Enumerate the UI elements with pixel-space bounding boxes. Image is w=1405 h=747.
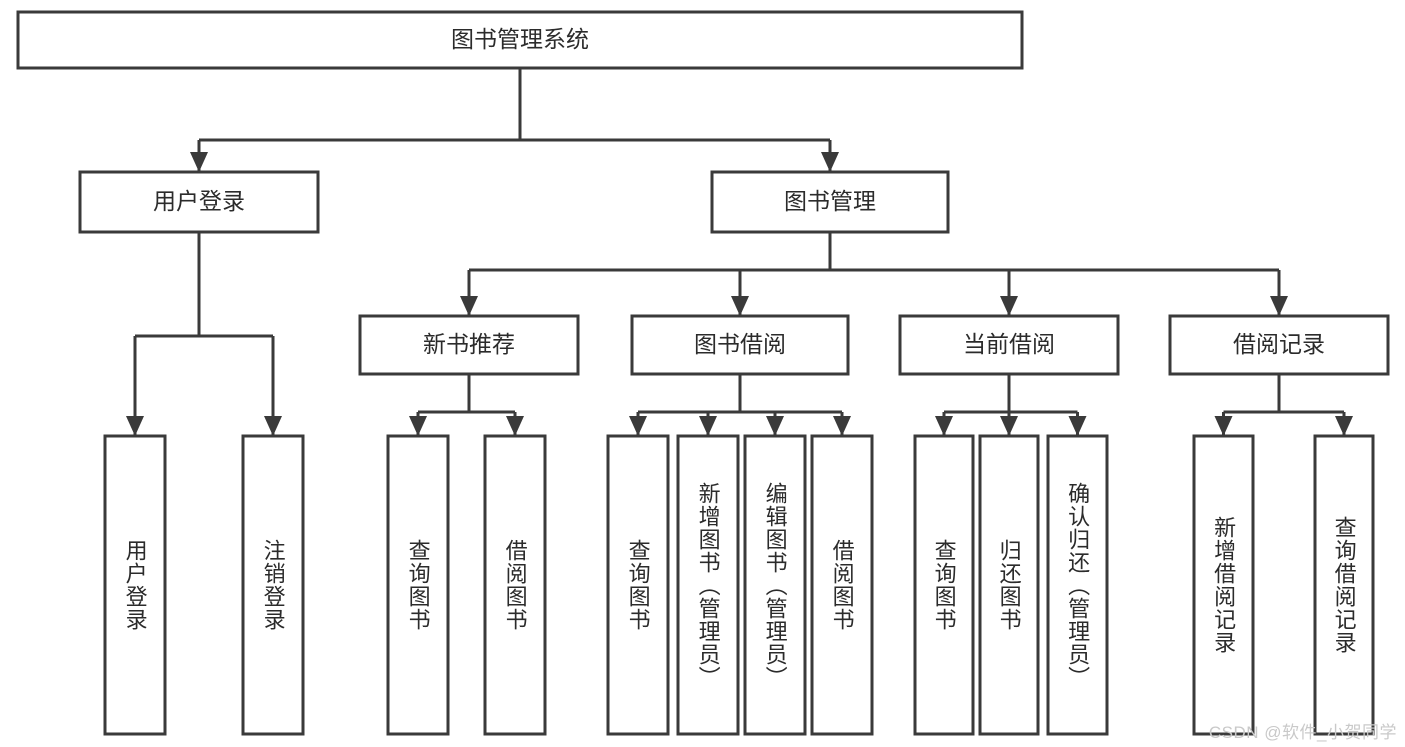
node-leaf-edit-book-box <box>743 434 807 736</box>
arrow-to-leaf-edit-book <box>766 416 784 436</box>
node-leaf-borrow-book-2-box <box>810 434 874 736</box>
node-book-manage[interactable]: 图书管理 <box>710 170 950 234</box>
node-leaf-borrow-book-1-box <box>483 434 547 736</box>
node-leaf-borrow-book-1[interactable] <box>483 434 547 736</box>
node-leaf-logout-login-box <box>241 434 305 736</box>
node-book-borrow-label: 图书借阅 <box>694 331 786 357</box>
node-new-book-recommend-label: 新书推荐 <box>423 331 515 357</box>
arrow-to-user-login <box>190 152 208 172</box>
arrow-to-current-borrow <box>1000 296 1018 316</box>
node-current-borrow-box <box>898 314 1120 376</box>
arrow-to-leaf-borrow-book-2 <box>833 416 851 436</box>
node-borrow-record[interactable]: 借阅记录 <box>1168 314 1390 376</box>
arrow-to-leaf-query-book-1 <box>409 416 427 436</box>
node-current-borrow-label: 当前借阅 <box>963 331 1055 357</box>
arrow-to-borrow-record <box>1270 296 1288 316</box>
node-leaf-logout-login[interactable] <box>241 434 305 736</box>
node-leaf-add-record[interactable] <box>1192 434 1255 736</box>
node-leaf-query-record-box <box>1313 434 1375 736</box>
node-leaf-borrow-book-2[interactable] <box>810 434 874 736</box>
node-leaf-confirm-return[interactable] <box>1046 434 1109 736</box>
arrow-to-leaf-confirm-return <box>1068 416 1087 436</box>
node-leaf-query-book-1[interactable] <box>386 434 450 736</box>
node-leaf-query-book-3[interactable] <box>913 434 975 736</box>
node-book-manage-label: 图书管理 <box>784 188 876 214</box>
arrow-to-leaf-query-record <box>1335 416 1353 436</box>
node-leaf-query-book-2-box <box>606 434 670 736</box>
node-leaf-add-book[interactable] <box>676 434 740 736</box>
node-leaf-return-book-box <box>978 434 1040 736</box>
node-leaf-edit-book[interactable] <box>743 434 807 736</box>
node-root-label: 图书管理系统 <box>451 26 589 52</box>
arrow-to-leaf-return-book <box>1000 416 1018 436</box>
arrow-to-new-book-recommend <box>460 296 478 316</box>
arrow-to-leaf-query-book-2 <box>629 416 647 436</box>
node-root[interactable]: 图书管理系统 <box>16 10 1024 70</box>
node-leaf-add-book-box <box>676 434 740 736</box>
arrow-to-leaf-logout-login <box>264 416 282 436</box>
arrow-to-book-borrow <box>731 296 749 316</box>
arrow-to-leaf-query-book-3 <box>935 416 953 436</box>
node-leaf-user-login[interactable] <box>103 434 167 736</box>
node-leaf-query-book-3-box <box>913 434 975 736</box>
node-new-book-recommend-box <box>358 314 580 376</box>
node-borrow-record-label: 借阅记录 <box>1233 331 1325 357</box>
node-leaf-return-book[interactable] <box>978 434 1040 736</box>
csdn-watermark: CSDN @软件_小贺同学 <box>1208 723 1397 742</box>
node-leaf-query-book-2[interactable] <box>606 434 670 736</box>
node-leaf-query-record[interactable] <box>1313 434 1375 736</box>
arrow-to-leaf-borrow-book-1 <box>506 416 524 436</box>
node-leaf-add-record-box <box>1192 434 1255 736</box>
node-leaf-user-login-box <box>103 434 167 736</box>
arrow-to-book-manage <box>821 152 839 172</box>
node-user-login-label: 用户登录 <box>153 188 245 214</box>
arrow-to-leaf-user-login <box>126 416 144 436</box>
node-leaf-confirm-return-box <box>1046 434 1109 736</box>
arrow-to-leaf-add-record <box>1214 416 1233 436</box>
node-user-login-box <box>78 170 320 234</box>
arrow-to-leaf-add-book <box>699 416 717 436</box>
node-current-borrow[interactable]: 当前借阅 <box>898 314 1120 376</box>
node-new-book-recommend[interactable]: 新书推荐 <box>358 314 580 376</box>
node-book-borrow[interactable]: 图书借阅 <box>630 314 850 376</box>
node-root-box <box>16 10 1024 70</box>
node-user-login[interactable]: 用户登录 <box>78 170 320 234</box>
node-leaf-query-book-1-box <box>386 434 450 736</box>
